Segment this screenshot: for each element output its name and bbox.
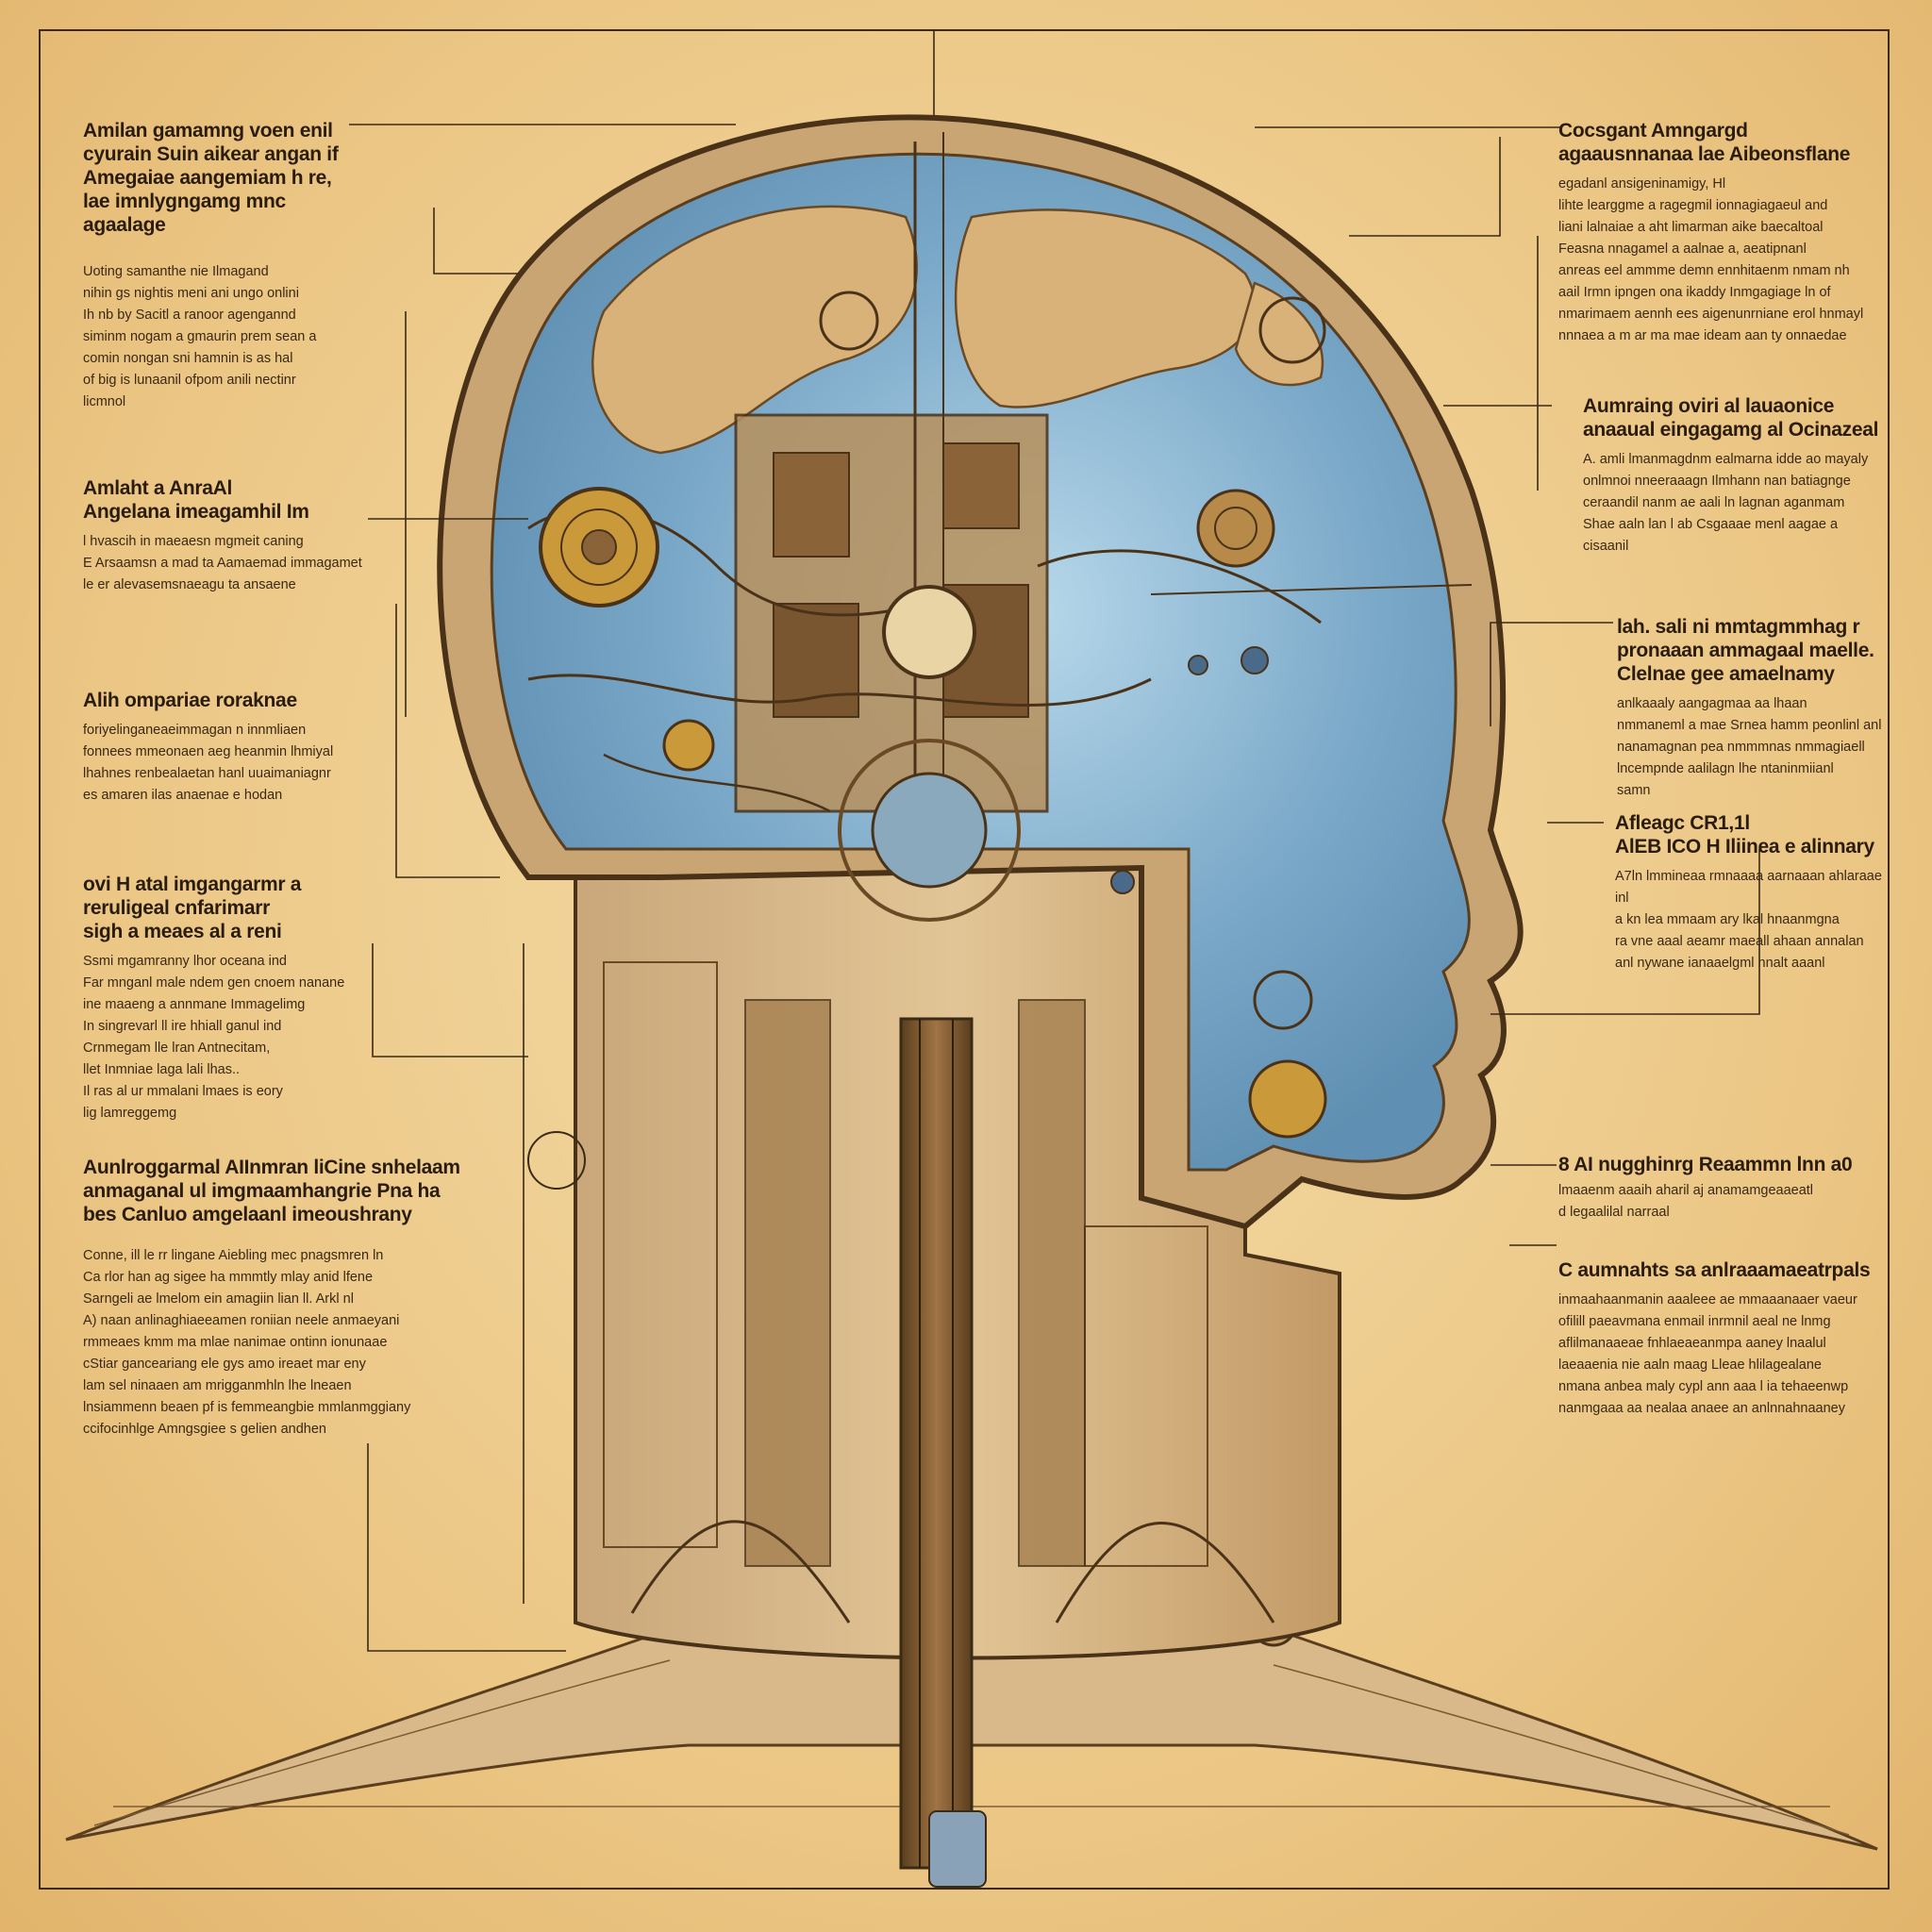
annotation-heading: Aumraing oviri al lauaonice anaaual eing… <box>1583 395 1879 441</box>
annotation-right-5: 8 AI nugghinrg Reaammn lnn a0 lmaaenm aa… <box>1558 1153 1879 1224</box>
annotation-heading: Amilan gamamng voen enil cyurain Suin ai… <box>83 120 339 236</box>
annotation-right-6: C aumnahts sa anlraaamaeatrpals inmaahaa… <box>1558 1258 1879 1420</box>
annotation-right-2: Aumraing oviri al lauaonice anaaual eing… <box>1583 394 1885 558</box>
annotation-heading: Aunlroggarmal AIInmran liCine snhelaam a… <box>83 1157 460 1225</box>
annotation-body: Ssmi mgamranny lhor oceana ind Far mngan… <box>83 954 345 1121</box>
annotation-left-4: ovi H atal imgangarmr a reruligeal cnfar… <box>83 873 366 1124</box>
annotation-heading: 8 AI nugghinrg Reaammn lnn a0 <box>1558 1154 1853 1175</box>
annotation-body: l hvascih in maeaesn mgmeit caning E Ars… <box>83 534 362 592</box>
annotation-right-1: Cocsgant Amngargd agaausnnanaa lae Aibeo… <box>1558 119 1879 347</box>
annotation-body: inmaahaanmanin aaaleee ae mmaaanaaer vae… <box>1558 1292 1857 1416</box>
annotation-heading: Afleagc CR1,1l AlEB ICO H Iliinea e alin… <box>1615 812 1874 858</box>
annotation-heading: Cocsgant Amngargd agaausnnanaa lae Aibeo… <box>1558 120 1851 165</box>
annotation-body: lmaaenm aaaih aharil aj anamamgeaaeatl d… <box>1558 1183 1814 1220</box>
annotation-right-3: lah. sali ni mmtagmmhag r pronaaan ammag… <box>1617 615 1890 802</box>
central-spine <box>899 1017 987 1888</box>
annotation-body: anlkaaaly aangagmaa aa lhaan nmmaneml a … <box>1617 696 1882 798</box>
annotation-left-2: Amlaht a AnraAl Angelana imeagamhil Im l… <box>83 476 366 596</box>
annotation-left-5: Aunlroggarmal AIInmran liCine snhelaam a… <box>83 1156 460 1441</box>
leader-lines-left <box>349 124 736 1652</box>
gear-components <box>527 291 1327 1190</box>
annotation-heading: Amlaht a AnraAl Angelana imeagamhil Im <box>83 477 309 523</box>
annotation-heading: C aumnahts sa anlraaamaeatrpals <box>1558 1259 1871 1281</box>
annotation-body: A. amli lmanmagdnm ealmarna idde ao maya… <box>1583 452 1869 554</box>
annotation-right-4: Afleagc CR1,1l AlEB ICO H Iliinea e alin… <box>1615 811 1889 974</box>
annotation-body: Conne, ill le rr lingane Aiebling mec pn… <box>83 1248 411 1437</box>
annotation-body: Uoting samanthe nie Ilmagand nihin gs ni… <box>83 264 317 409</box>
annotation-heading: ovi H atal imgangarmr a reruligeal cnfar… <box>83 874 302 942</box>
annotation-heading: Alih ompariae roraknae <box>83 690 297 711</box>
annotation-left-3: Alih ompariae roraknae foriyelinganeaeim… <box>83 689 366 807</box>
annotation-heading: lah. sali ni mmtagmmhag r pronaaan ammag… <box>1617 616 1874 685</box>
machinery-core <box>527 132 1473 830</box>
cortex-lobes <box>591 205 1324 455</box>
annotation-body: egadanl ansigeninamigy, Hl lihte learggm… <box>1558 176 1864 343</box>
frame-border <box>39 29 1890 1890</box>
annotation-body: foriyelinganeaeimmagan n innmliaen fonne… <box>83 723 334 803</box>
annotation-body: A7ln lmmineaa rmnaaaa aarnaaan ahlaraae … <box>1615 869 1882 971</box>
annotation-left-1: Amilan gamamng voen enil cyurain Suin ai… <box>83 119 366 413</box>
leader-lines-right <box>1255 126 1760 1246</box>
